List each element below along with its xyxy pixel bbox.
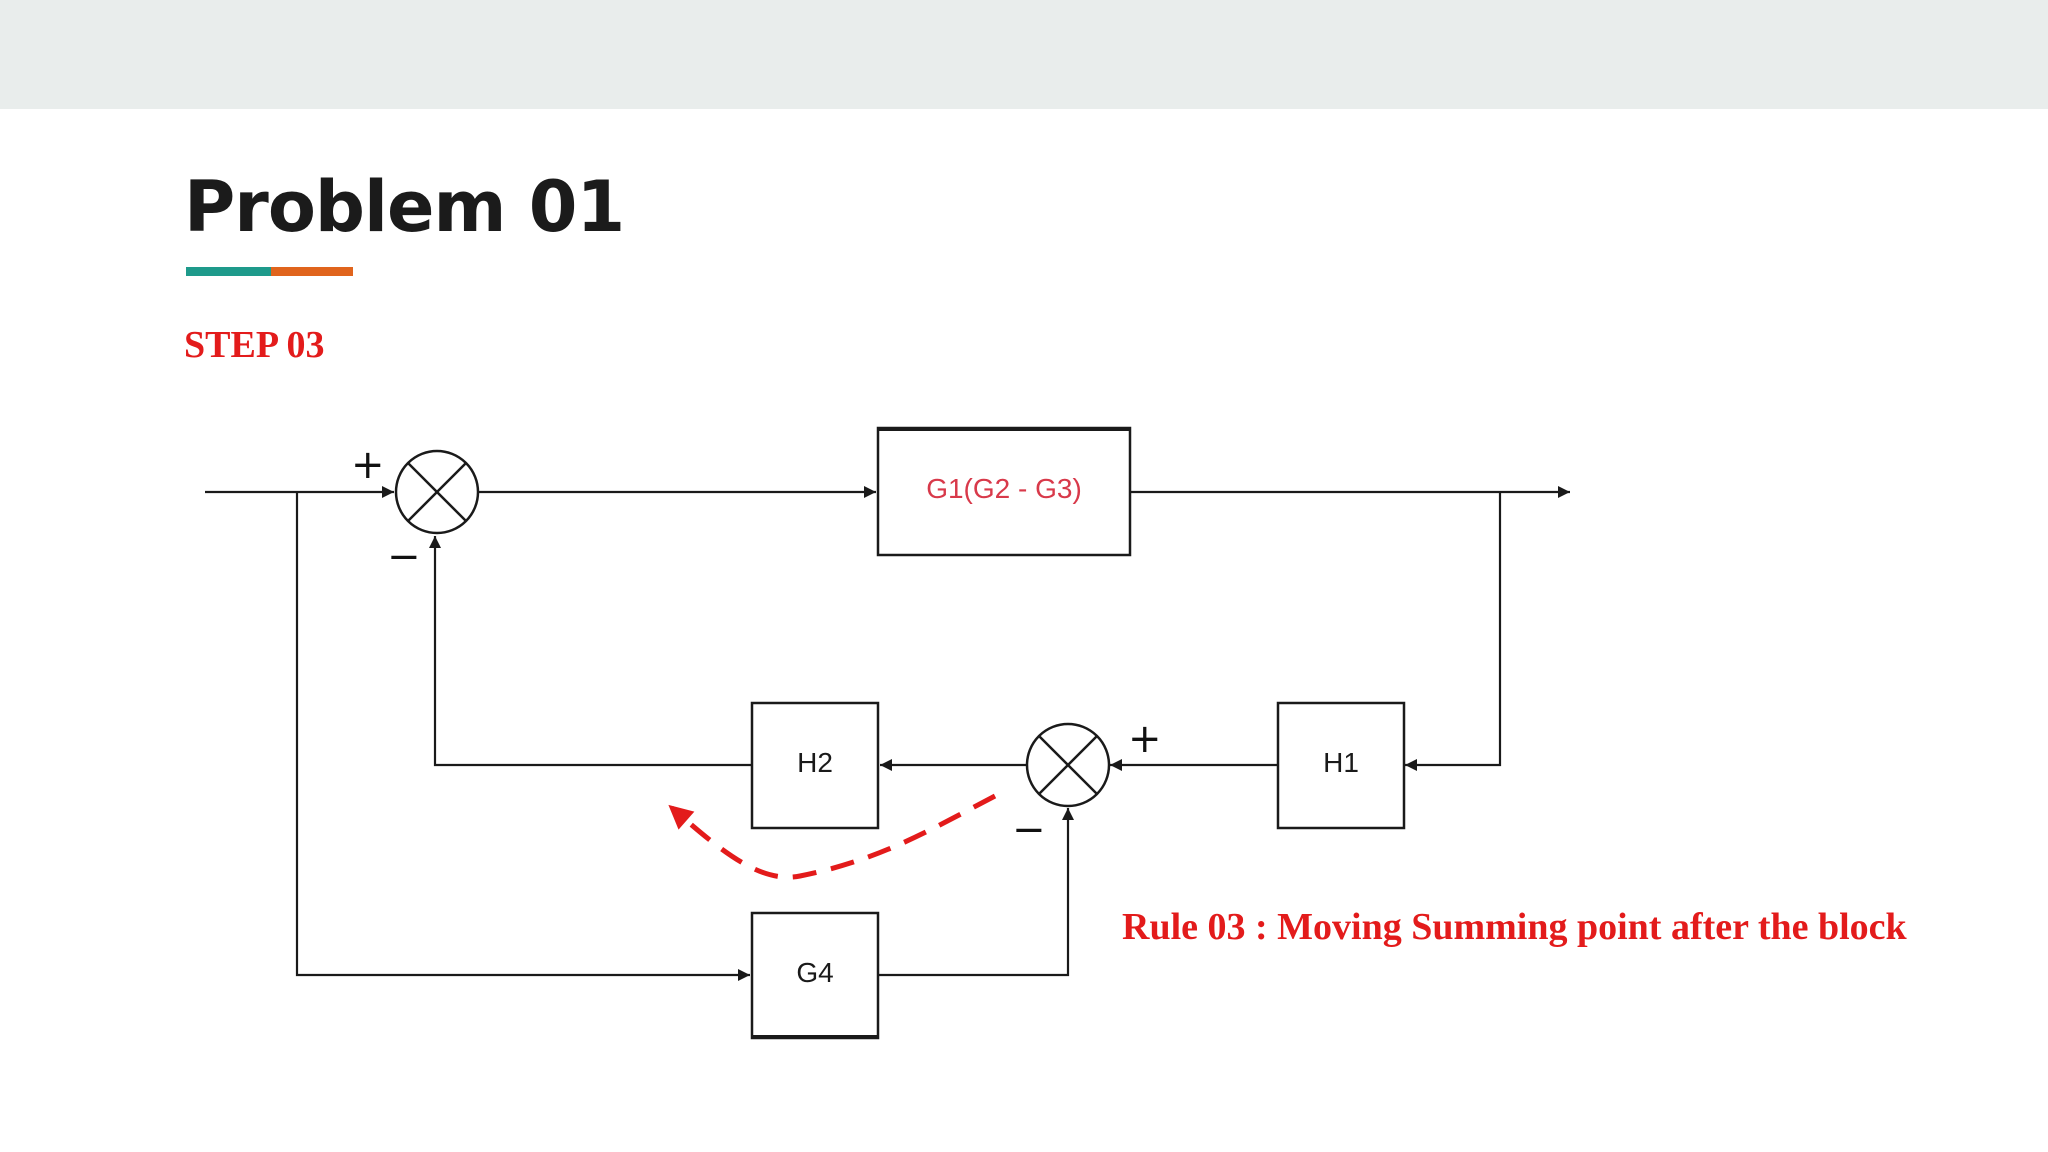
- h1-block: H1: [1276, 701, 1406, 830]
- step-label: STEP 03: [184, 324, 325, 366]
- h1-block-label: H1: [1323, 747, 1359, 778]
- summing-junction-1: [394, 449, 480, 535]
- h2-block: H2: [750, 701, 880, 830]
- output-to-h1-line: [1405, 492, 1502, 771]
- title-accent-teal: [186, 267, 271, 276]
- g4-block-label: G4: [796, 957, 833, 988]
- sj1-minus-sign: −: [387, 534, 421, 580]
- header-band: [0, 0, 2048, 109]
- sj2-minus-sign: −: [1012, 807, 1046, 853]
- slide-title: Problem 01: [184, 166, 625, 248]
- input-to-g4-line: [295, 492, 750, 981]
- summing-junction-2: [1025, 722, 1111, 808]
- h2-to-sj1-line: [429, 536, 751, 767]
- g4-block: G4: [750, 911, 880, 1040]
- move-summing-point-arrow: [668, 793, 997, 880]
- forward-block-label: G1(G2 - G3): [926, 473, 1082, 504]
- title-accent-orange: [271, 267, 353, 276]
- forward-block: G1(G2 - G3): [876, 426, 1132, 557]
- g4-to-sj2-line: [878, 808, 1074, 977]
- sj1-plus-sign: +: [351, 442, 385, 488]
- sj2-plus-sign: +: [1128, 716, 1162, 762]
- h2-block-label: H2: [797, 747, 833, 778]
- rule-note: Rule 03 : Moving Summing point after the…: [1122, 906, 1907, 948]
